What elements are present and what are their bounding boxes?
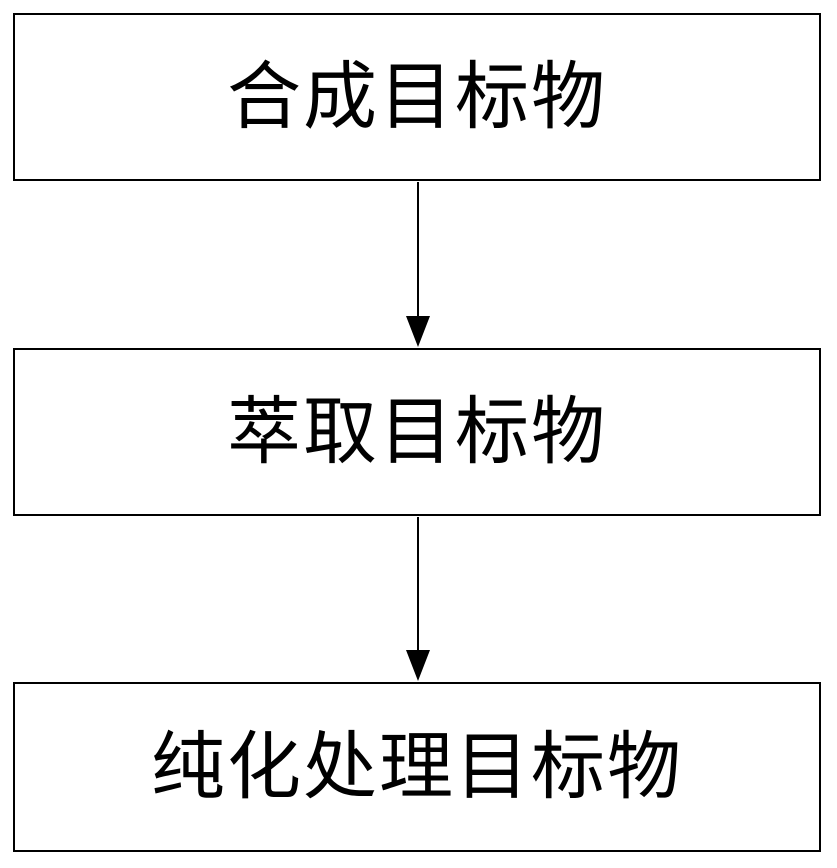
arrow-head-icon [406, 650, 430, 681]
arrow-step2-to-step3 [406, 517, 430, 681]
step-label-extract: 萃取目标物 [227, 395, 607, 469]
step-label-purify: 纯化处理目标物 [151, 730, 683, 804]
step-box-purify: 纯化处理目标物 [13, 682, 821, 852]
arrow-head-icon [406, 316, 430, 347]
arrow-step1-to-step2 [406, 182, 430, 347]
step-label-synthesize: 合成目标物 [227, 60, 607, 134]
step-box-synthesize: 合成目标物 [13, 13, 821, 181]
step-box-extract: 萃取目标物 [13, 348, 821, 516]
